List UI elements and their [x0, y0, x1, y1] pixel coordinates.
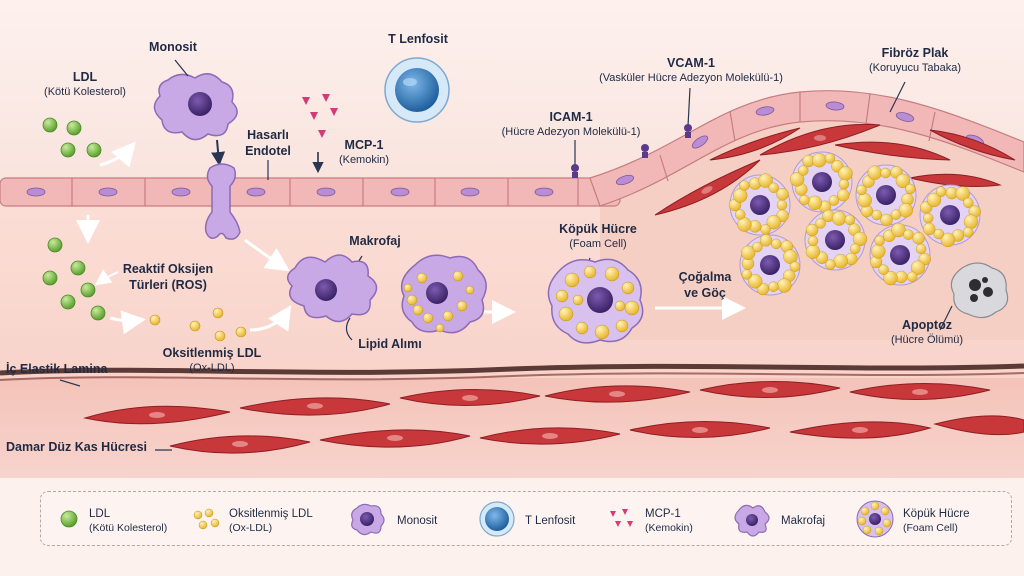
legend-item-t-lenfosit: T Lenfosit [479, 492, 589, 547]
t-lenfosit-label-title: T Lenfosit [388, 32, 448, 46]
fibroz-plak-label-sub: (Koruyucu Tabaka) [868, 61, 962, 74]
damar-duz-kas-label-title: Damar Düz Kas Hücresi [6, 440, 148, 454]
vcam-label-title: VCAM-1 [667, 56, 715, 70]
mcp1-label-title: MCP-1 [344, 138, 384, 152]
ldl-label: LDL (Kötü Kolesterol) [30, 70, 140, 99]
cluster-foam-cell [919, 184, 981, 248]
kopuk-hucre-label-title: Köpük Hücre [559, 222, 637, 236]
mcp1-icon [610, 509, 633, 527]
legend-kopuk-hucre-sub: (Foam Cell) [903, 521, 958, 534]
apoptoz-label-sub: (Hücre Ölümü) [890, 333, 964, 346]
cluster-foam-cell [739, 234, 801, 296]
legend-item-monosit: Monosit [347, 492, 457, 547]
vcam-label-sub: (Vasküler Hücre Adezyon Molekülü-1) [599, 71, 783, 84]
lipid-alimi-label-title: Lipid Alımı [358, 337, 422, 351]
legend-item-ldl: LDL(Kötü Kolesterol) [59, 492, 189, 547]
kopuk-hucre-label: Köpük Hücre (Foam Cell) [548, 222, 648, 251]
legend-makrofaj-title: Makrofaj [781, 515, 826, 527]
ox-ldl-label-sub: (Ox-LDL) [189, 361, 235, 374]
legend-item-kopuk-hucre: Köpük Hücre(Foam Cell) [855, 492, 1005, 547]
cogalma-label-line2: ve Göç [684, 285, 726, 300]
monosit-label: Monosit [128, 40, 218, 56]
medial-muscle-nuclei [149, 387, 928, 447]
ldl-particles-intima [42, 237, 106, 321]
kopuk-hucre-label-sub: (Foam Cell) [569, 237, 627, 250]
ros-label-line2: Türleri (ROS) [129, 277, 207, 292]
fibroz-plak-label-title: Fibröz Plak [881, 46, 949, 60]
legend-item-makrofaj: Makrofaj [731, 492, 841, 547]
cluster-foam-cell [789, 151, 853, 214]
legend-ox-ldl-title: Oksitlenmiş LDL [229, 508, 313, 520]
cluster-foam-cell [869, 222, 931, 286]
cogalma-label-line1: Çoğalma [678, 270, 732, 284]
monosit-label-title: Monosit [149, 40, 197, 54]
t-lenfosit-label: T Lenfosit [370, 32, 466, 48]
damar-duz-kas-label: Damar Düz Kas Hücresi [6, 440, 156, 456]
cluster-foam-cell [855, 164, 917, 227]
ox-ldl-label-title: Oksitlenmiş LDL [162, 346, 262, 360]
legend-item-ox-ldl: Oksitlenmiş LDL(Ox-LDL) [191, 492, 341, 547]
transmigrating-monocyte [204, 163, 241, 240]
makrofaj-label-title: Makrofaj [349, 234, 401, 248]
foam-cell-cluster [728, 151, 981, 296]
cogalma-label: Çoğalma ve Göç [668, 270, 742, 301]
apoptoz-label-title: Apoptoz [902, 318, 952, 332]
fibroz-plak-label: Fibröz Plak (Koruyucu Tabaka) [850, 46, 980, 75]
vcam-label: VCAM-1 (Vasküler Hücre Adezyon Molekülü-… [585, 56, 797, 85]
ldl-icon [60, 510, 78, 528]
legend-ldl-title: LDL [89, 508, 111, 520]
internal-elastic-lamina [0, 363, 1024, 376]
legend-mcp1-sub: (Kemokin) [645, 521, 693, 534]
hasarli-endotel-line2: Endotel [245, 143, 291, 158]
ldl-label-sub: (Kötü Kolesterol) [44, 85, 126, 98]
ic-elastik-lamina-label-title: İç Elastik Lamina [6, 362, 108, 376]
internal-elastic-lamina-edge [0, 372, 1024, 381]
lipid-alimi-label: Lipid Alımı [350, 337, 430, 353]
icam-label-sub: (Hücre Adezyon Molekülü-1) [501, 125, 641, 138]
foam-cell [547, 258, 644, 344]
icam-label: ICAM-1 (Hücre Adezyon Molekülü-1) [482, 110, 660, 139]
foam-cell-icon [856, 500, 894, 538]
ros-label-line1: Reaktif Oksijen [122, 262, 214, 276]
cluster-foam-cell [804, 209, 868, 271]
legend-item-mcp1: MCP-1(Kemokin) [607, 492, 717, 547]
adhesion-molecules [571, 124, 692, 178]
legend: LDL(Kötü Kolesterol) Oksitlenmiş LDL(Ox-… [40, 491, 1012, 546]
ic-elastik-lamina-label: İç Elastik Lamina [6, 362, 126, 378]
apoptotic-cell [950, 262, 1009, 319]
apoptoz-label: Apoptoz (Hücre Ölümü) [872, 318, 982, 347]
lipid-uptake-macrophage [400, 254, 487, 334]
t-lymphocyte-icon [479, 501, 515, 537]
t-lymphocyte [384, 57, 450, 123]
cluster-foam-cell [728, 173, 791, 236]
legend-ox-ldl-sub: (Ox-LDL) [229, 521, 273, 534]
hasarli-endotel-line1: Hasarlı [247, 128, 289, 142]
legend-monosit-title: Monosit [397, 515, 438, 527]
fibrous-cap-muscle-cells [654, 123, 1016, 216]
ox-ldl-particles [149, 307, 247, 342]
hasarli-endotel-label: Hasarlı Endotel [236, 128, 300, 159]
ldl-particles-lumen [42, 117, 102, 158]
icam-label-title: ICAM-1 [549, 110, 593, 124]
legend-ldl-sub: (Kötü Kolesterol) [89, 521, 168, 534]
legend-kopuk-hucre-title: Köpük Hücre [903, 508, 970, 520]
ox-ldl-label: Oksitlenmiş LDL (Ox-LDL) [152, 346, 272, 375]
ldl-label-title: LDL [72, 70, 98, 84]
mcp1-label-sub: (Kemokin) [338, 153, 390, 166]
ox-ldl-icon [193, 508, 220, 530]
monocyte-icon [351, 503, 385, 536]
macrophage [286, 254, 378, 323]
mcp1-chemokines [302, 94, 338, 138]
legend-mcp1-title: MCP-1 [645, 508, 681, 520]
legend-t-lenfosit-title: T Lenfosit [525, 515, 576, 527]
plaque-body [600, 98, 1024, 341]
makrofaj-label: Makrofaj [335, 234, 415, 250]
macrophage-icon [734, 504, 770, 537]
endothelium [0, 90, 1024, 207]
ros-label: Reaktif Oksijen Türleri (ROS) [112, 262, 224, 293]
mcp1-label: MCP-1 (Kemokin) [328, 138, 400, 167]
monocyte-lumen [153, 73, 238, 141]
